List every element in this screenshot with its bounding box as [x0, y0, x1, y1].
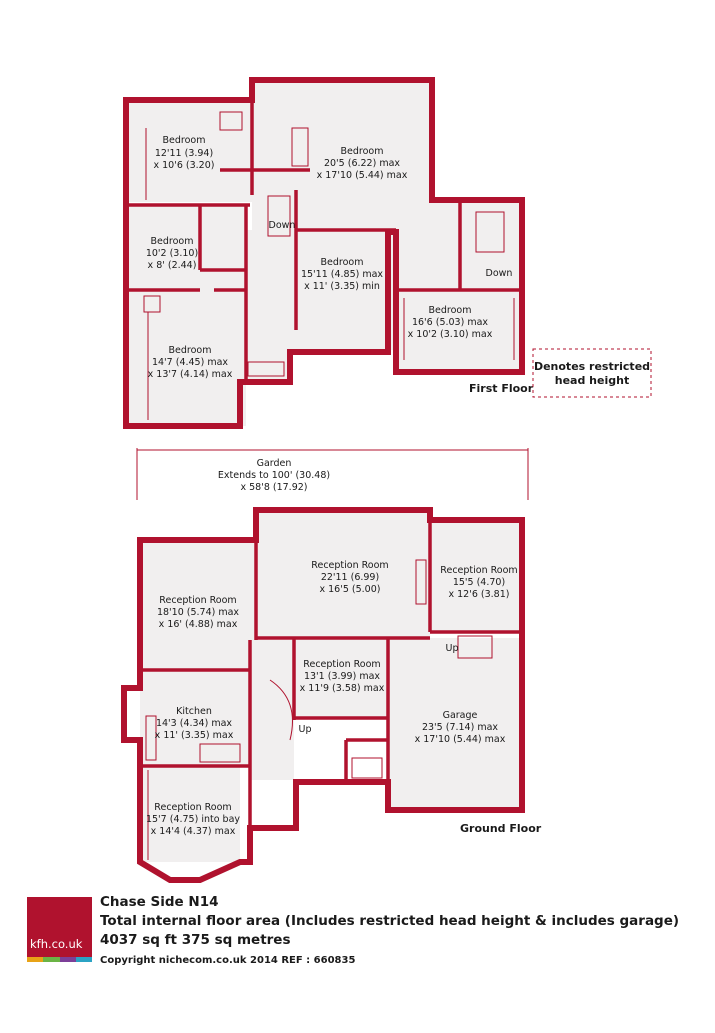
- room-dim: 14'3 (4.34) max: [156, 718, 232, 729]
- room-name: Reception Room: [440, 565, 517, 576]
- legend-line1: Denotes restricted: [534, 360, 650, 373]
- logo-text: kfh.co.uk: [30, 937, 83, 951]
- room-name: Bedroom: [169, 345, 212, 356]
- footer: Chase Side N14 Total internal floor area…: [100, 893, 679, 969]
- area-description: Total internal floor area (Includes rest…: [100, 913, 680, 929]
- room-reception-1: Reception Room 22'11 (6.99) x 16'5 (5.00…: [311, 560, 388, 595]
- room-dim: 14'7 (4.45) max: [152, 357, 228, 368]
- copyright: Copyright nichecom.co.uk 2014 REF : 6608…: [100, 955, 356, 966]
- restricted-height-swatch: [532, 348, 652, 398]
- room-name: Bedroom: [341, 146, 384, 157]
- room-dim: x 11' (3.35) min: [304, 281, 380, 292]
- room-bedroom-3: Bedroom 10'2 (3.10) x 8' (2.44): [146, 236, 198, 271]
- floor-label-first: First Floor: [469, 382, 534, 395]
- room-dim: 18'10 (5.74) max: [157, 607, 239, 618]
- garden: Garden Extends to 100' (30.48) x 58'8 (1…: [136, 448, 529, 500]
- room-name: Garage: [443, 710, 478, 721]
- room-name: Bedroom: [429, 305, 472, 316]
- room-name: Bedroom: [321, 257, 364, 268]
- room-dim: 15'5 (4.70): [453, 577, 505, 588]
- room-dim: 23'5 (7.14) max: [422, 722, 498, 733]
- room-dim: x 10'6 (3.20): [154, 160, 215, 171]
- stairs-label: Up: [446, 643, 459, 654]
- room-dim: x 17'10 (5.44) max: [415, 734, 506, 745]
- room-name: Bedroom: [163, 135, 206, 146]
- room-name: Kitchen: [176, 706, 212, 717]
- room-dim: x 12'6 (3.81): [449, 589, 510, 600]
- room-dim: 22'11 (6.99): [321, 572, 379, 583]
- room-bedroom-4: Bedroom 15'11 (4.85) max x 11' (3.35) mi…: [301, 257, 383, 292]
- ground-floor: Reception Room 22'11 (6.99) x 16'5 (5.00…: [121, 507, 542, 883]
- first-floor: Bedroom 12'11 (3.94) x 10'6 (3.20) Bedro…: [123, 77, 534, 429]
- logo-stripe: [27, 957, 44, 962]
- garden-dim: x 58'8 (17.92): [240, 482, 307, 493]
- room-kitchen: Kitchen 14'3 (4.34) max x 11' (3.35) max: [155, 706, 234, 741]
- logo-stripe: [59, 957, 76, 962]
- logo-stripes: [27, 957, 92, 962]
- room-bedroom-5: Bedroom 16'6 (5.03) max x 10'2 (3.10) ma…: [408, 305, 493, 340]
- kfh-logo: kfh.co.uk: [27, 897, 92, 962]
- room-dim: x 11' (3.35) max: [155, 730, 234, 741]
- garden-name: Garden: [257, 458, 292, 469]
- room-name: Reception Room: [303, 659, 380, 670]
- legend-line2: head height: [555, 374, 629, 387]
- legend: Denotes restricted head height: [532, 348, 652, 398]
- room-reception-4: Reception Room 13'1 (3.99) max x 11'9 (3…: [300, 659, 385, 694]
- room-dim: x 11'9 (3.58) max: [300, 683, 385, 694]
- room-name: Reception Room: [159, 595, 236, 606]
- room-dim: 15'7 (4.75) into bay: [146, 814, 240, 825]
- room-dim: x 8' (2.44): [148, 260, 197, 271]
- room-name: Reception Room: [154, 802, 231, 813]
- room-reception-5: Reception Room 15'7 (4.75) into bay x 14…: [146, 802, 240, 837]
- room-dim: x 17'10 (5.44) max: [317, 170, 408, 181]
- room-bedroom-1: Bedroom 12'11 (3.94) x 10'6 (3.20): [154, 135, 215, 171]
- property-title: Chase Side N14: [100, 894, 219, 910]
- room-dim: 20'5 (6.22) max: [324, 158, 400, 169]
- room-reception-2: Reception Room 15'5 (4.70) x 12'6 (3.81): [440, 565, 517, 600]
- logo-stripe: [43, 957, 60, 962]
- stairs-label: Down: [486, 268, 513, 279]
- room-dim: 10'2 (3.10): [146, 248, 198, 259]
- room-dim: x 10'2 (3.10) max: [408, 329, 493, 340]
- floor-label-ground: Ground Floor: [460, 822, 542, 835]
- room-bedroom-2: Bedroom 20'5 (6.22) max x 17'10 (5.44) m…: [317, 146, 408, 181]
- room-dim: 16'6 (5.03) max: [412, 317, 488, 328]
- room-dim: x 14'4 (4.37) max: [151, 826, 236, 837]
- room-reception-3: Reception Room 18'10 (5.74) max x 16' (4…: [157, 595, 239, 630]
- logo-stripe: [75, 957, 92, 962]
- stairs-label: Up: [299, 724, 312, 735]
- room-dim: x 16' (4.88) max: [159, 619, 238, 630]
- area-values: 4037 sq ft 375 sq metres: [100, 932, 291, 948]
- room-dim: x 13'7 (4.14) max: [148, 369, 233, 380]
- room-garage: Garage 23'5 (7.14) max x 17'10 (5.44) ma…: [415, 710, 506, 745]
- room-name: Bedroom: [151, 236, 194, 247]
- room-dim: 12'11 (3.94): [155, 148, 213, 159]
- room-name: Reception Room: [311, 560, 388, 571]
- room-dim: 13'1 (3.99) max: [304, 671, 380, 682]
- room-bedroom-6: Bedroom 14'7 (4.45) max x 13'7 (4.14) ma…: [148, 345, 233, 380]
- room-dim: 15'11 (4.85) max: [301, 269, 383, 280]
- room-dim: x 16'5 (5.00): [320, 584, 381, 595]
- garden-dim: Extends to 100' (30.48): [218, 470, 330, 481]
- stairs-label: Down: [269, 220, 296, 231]
